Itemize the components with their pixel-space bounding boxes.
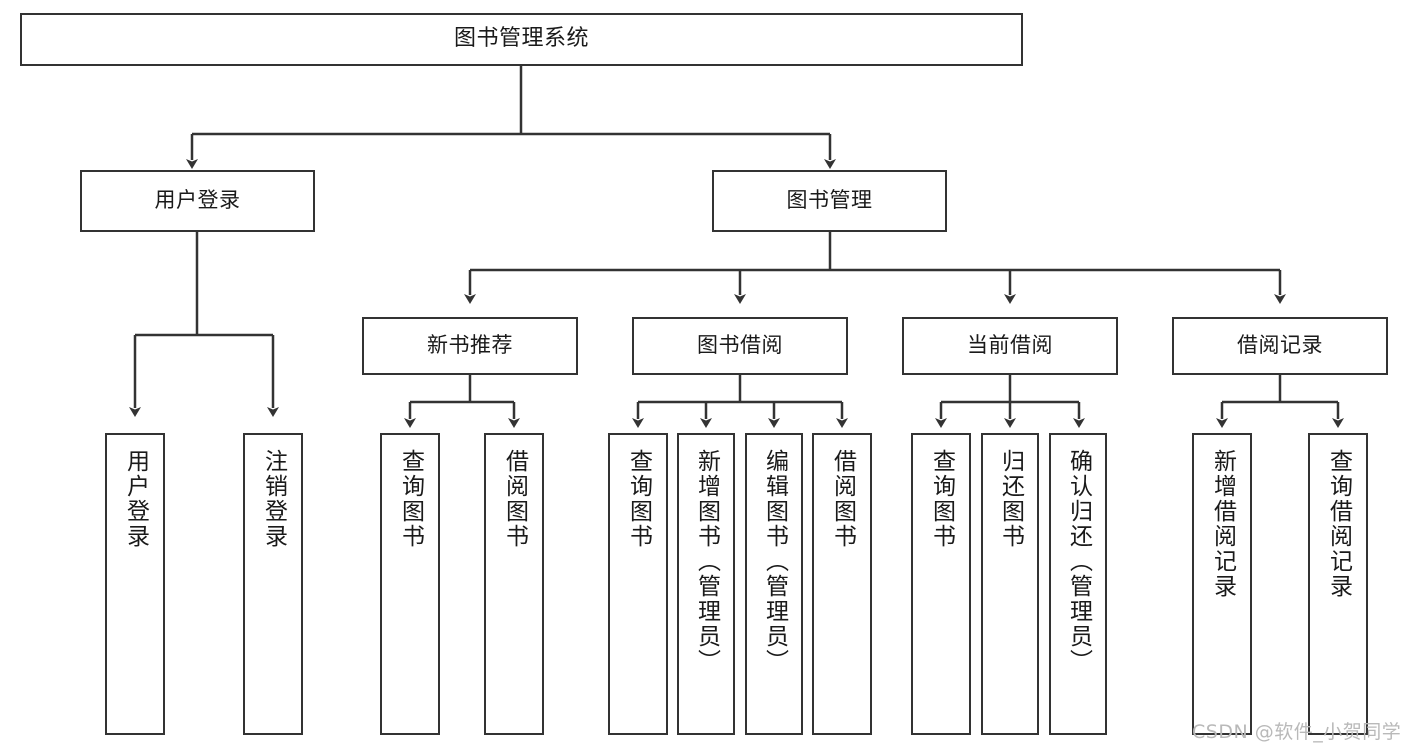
leaf-query-book-current[interactable]: 查询图书 (911, 433, 971, 735)
csdn-watermark: CSDN @软件_小贺同学 (1192, 721, 1402, 743)
node-label: 查询借阅记录 (1325, 449, 1352, 599)
node-current-borrow[interactable]: 当前借阅 (902, 317, 1118, 375)
node-root-book-management-system[interactable]: 图书管理系统 (20, 13, 1023, 66)
node-user-login[interactable]: 用户登录 (80, 170, 315, 232)
node-book-borrow[interactable]: 图书借阅 (632, 317, 848, 375)
leaf-query-book-recommend[interactable]: 查询图书 (380, 433, 440, 735)
node-label: 新增借阅记录 (1209, 449, 1236, 599)
leaf-borrow-book[interactable]: 借阅图书 (812, 433, 872, 735)
node-label: 图书管理系统 (453, 26, 589, 52)
node-label: 借阅记录 (1237, 333, 1323, 358)
leaf-edit-book-admin[interactable]: 编辑图书（管理员） (745, 433, 803, 735)
leaf-add-borrow-record[interactable]: 新增借阅记录 (1192, 433, 1252, 735)
node-label: 借阅图书 (829, 449, 856, 549)
leaf-query-borrow-record[interactable]: 查询借阅记录 (1308, 433, 1368, 735)
leaf-logout-login[interactable]: 注销登录 (243, 433, 303, 735)
leaf-add-book-admin[interactable]: 新增图书（管理员） (677, 433, 735, 735)
node-label: 用户登录 (154, 188, 241, 213)
node-label: 查询图书 (625, 449, 652, 549)
leaf-borrow-book-recommend[interactable]: 借阅图书 (484, 433, 544, 735)
node-label: 编辑图书（管理员） (761, 449, 788, 674)
leaf-user-login[interactable]: 用户登录 (105, 433, 165, 735)
node-label: 图书管理 (786, 188, 873, 213)
node-label: 确认归还（管理员） (1065, 449, 1092, 674)
node-label: 查询图书 (928, 449, 955, 549)
node-label: 当前借阅 (967, 333, 1053, 358)
node-label: 借阅图书 (501, 449, 528, 549)
node-label: 归还图书 (997, 449, 1024, 549)
node-label: 新书推荐 (427, 333, 513, 358)
node-label: 用户登录 (122, 449, 149, 549)
node-new-book-recommend[interactable]: 新书推荐 (362, 317, 578, 375)
leaf-return-book[interactable]: 归还图书 (981, 433, 1039, 735)
node-label: 图书借阅 (697, 333, 783, 358)
leaf-confirm-return-admin[interactable]: 确认归还（管理员） (1049, 433, 1107, 735)
node-borrow-record[interactable]: 借阅记录 (1172, 317, 1388, 375)
node-label: 注销登录 (260, 449, 287, 549)
leaf-query-book-borrow[interactable]: 查询图书 (608, 433, 668, 735)
node-book-management[interactable]: 图书管理 (712, 170, 947, 232)
node-label: 新增图书（管理员） (693, 449, 720, 674)
node-label: 查询图书 (397, 449, 424, 549)
